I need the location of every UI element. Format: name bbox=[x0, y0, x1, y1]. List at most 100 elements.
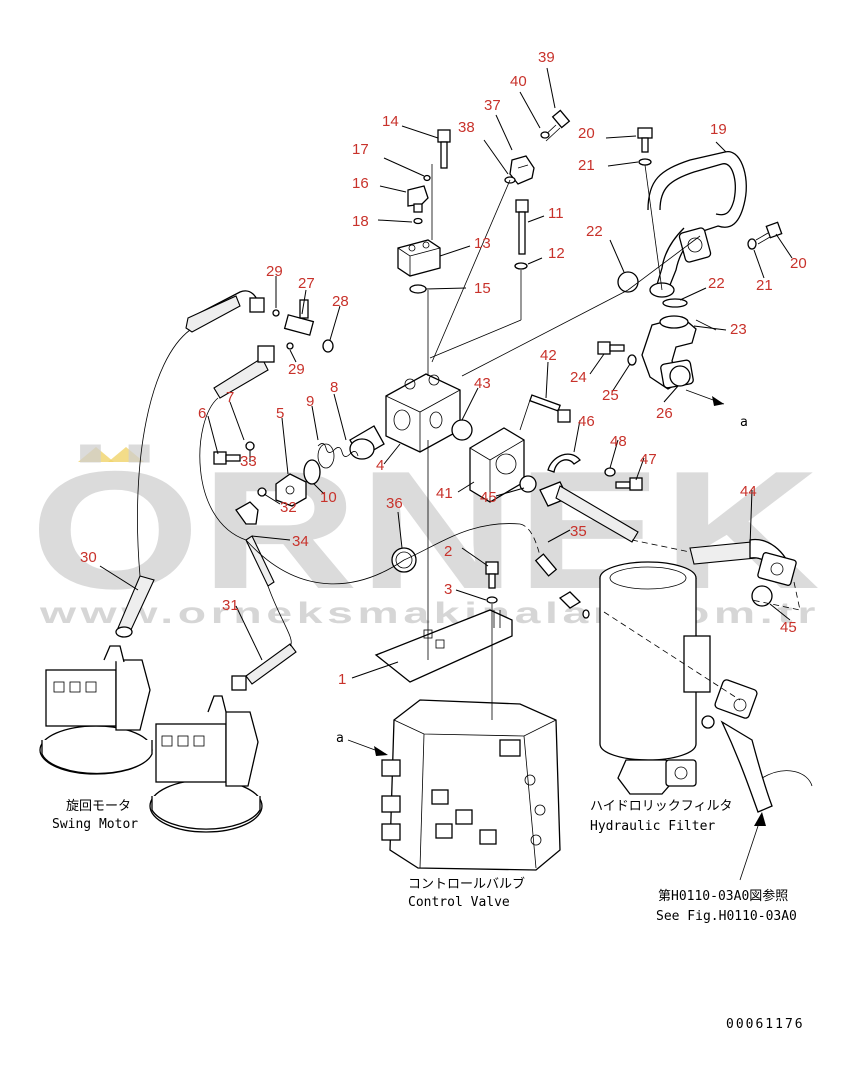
spring-9 bbox=[317, 443, 359, 469]
callout-11: 11 bbox=[548, 205, 564, 222]
washer-21-right bbox=[747, 238, 757, 250]
o-ring-43 bbox=[451, 419, 473, 441]
drawing-number: 00061176 bbox=[726, 1017, 805, 1032]
pipe-19 bbox=[647, 151, 747, 298]
see-fig-label-jp: 第H0110-03A0図参照 bbox=[658, 888, 788, 904]
callout-16: 16 bbox=[352, 175, 369, 192]
callout-34: 34 bbox=[292, 533, 309, 550]
arrow-see-fig bbox=[739, 812, 766, 881]
swing-motor-1 bbox=[39, 645, 153, 775]
callout-36: 36 bbox=[386, 495, 403, 512]
arrow-a-left bbox=[347, 739, 388, 756]
o-ring-18 bbox=[413, 217, 423, 225]
callout-21-right: 21 bbox=[756, 277, 773, 294]
bolt-14 bbox=[437, 129, 451, 169]
washer-40 bbox=[540, 131, 550, 139]
callout-26: 26 bbox=[656, 405, 673, 422]
routing-lines bbox=[99, 67, 801, 881]
callout-6: 6 bbox=[198, 405, 206, 422]
bolt-47 bbox=[615, 477, 643, 491]
fitting-35b bbox=[534, 553, 558, 577]
callout-32: 32 bbox=[280, 499, 297, 516]
valve-8 bbox=[349, 425, 385, 460]
hose-34 bbox=[245, 535, 275, 587]
callout-39: 39 bbox=[538, 49, 555, 66]
swing-motor-label-jp: 旋回モータ bbox=[66, 799, 131, 814]
callout-21-top: 21 bbox=[578, 157, 595, 174]
callout-28: 28 bbox=[332, 293, 349, 310]
callout-4: 4 bbox=[376, 457, 384, 474]
callout-13: 13 bbox=[474, 235, 491, 252]
callouts: 39 40 37 14 38 17 16 18 13 11 12 15 20 2… bbox=[80, 49, 807, 688]
watermark-url: www.orneksmakinalari.com.tr bbox=[38, 597, 820, 630]
callout-45a: 45 bbox=[480, 489, 497, 506]
callout-5: 5 bbox=[276, 405, 284, 422]
callout-31: 31 bbox=[222, 597, 239, 614]
arrow-a-right bbox=[685, 389, 725, 406]
callout-18: 18 bbox=[352, 213, 369, 230]
fitting-27 bbox=[283, 299, 315, 336]
washer-12 bbox=[514, 262, 528, 270]
o-ring-22-left bbox=[617, 271, 639, 293]
hose-29-top bbox=[185, 290, 265, 333]
callout-37: 37 bbox=[484, 97, 501, 114]
callout-14: 14 bbox=[382, 113, 399, 130]
callout-3: 3 bbox=[444, 581, 452, 598]
callout-12: 12 bbox=[548, 245, 565, 262]
callout-22-left: 22 bbox=[586, 223, 603, 240]
flange-5 bbox=[275, 473, 307, 507]
o-ring-10 bbox=[303, 459, 321, 485]
washer-21-top bbox=[638, 158, 652, 166]
callout-24: 24 bbox=[570, 369, 587, 386]
bolt-6 bbox=[213, 451, 241, 465]
callout-29-mid: 29 bbox=[288, 361, 305, 378]
washer-3 bbox=[486, 596, 498, 604]
o-ring-45b bbox=[751, 585, 773, 607]
watermark: ÖRNEK www.orneksmakinalari.com.tr bbox=[30, 436, 820, 630]
o-ring-45a bbox=[519, 475, 537, 493]
callout-46: 46 bbox=[578, 413, 595, 430]
hose-7 bbox=[213, 345, 275, 399]
control-valve-label-jp: コントロールバルブ bbox=[408, 876, 525, 892]
swing-motor-2 bbox=[149, 695, 263, 833]
o-ring-22-right bbox=[662, 298, 688, 308]
bolt-20-right bbox=[755, 221, 783, 245]
o-ring-26 bbox=[669, 365, 691, 387]
arrow-a-right-label: a bbox=[740, 415, 748, 430]
callout-41: 41 bbox=[436, 485, 453, 502]
callout-35: 35 bbox=[570, 523, 587, 540]
callout-19: 19 bbox=[710, 121, 727, 138]
callout-9: 9 bbox=[306, 393, 314, 410]
elbow-34 bbox=[235, 501, 259, 525]
bolt-11 bbox=[515, 199, 529, 255]
callout-38: 38 bbox=[458, 119, 475, 136]
control-valve bbox=[381, 699, 561, 871]
callout-8: 8 bbox=[330, 379, 338, 396]
washer-33 bbox=[245, 441, 255, 451]
callout-42: 42 bbox=[540, 347, 557, 364]
o-ring-17 bbox=[423, 174, 431, 182]
o-ring-28 bbox=[322, 339, 334, 353]
callout-30: 30 bbox=[80, 549, 97, 566]
bolt-42 bbox=[529, 394, 571, 423]
callout-2: 2 bbox=[444, 543, 452, 560]
hose-35 bbox=[539, 481, 639, 543]
swing-motor-label-en: Swing Motor bbox=[52, 817, 138, 832]
callout-29-top: 29 bbox=[266, 263, 283, 280]
callout-17: 17 bbox=[352, 141, 369, 158]
o-ring-15 bbox=[409, 284, 427, 294]
bolt-20-top bbox=[637, 127, 653, 153]
filter-outlet bbox=[714, 679, 813, 813]
washer-25 bbox=[627, 354, 637, 366]
parts bbox=[39, 109, 813, 871]
o-ring-29a bbox=[272, 309, 280, 317]
callout-43: 43 bbox=[474, 375, 491, 392]
callout-10: 10 bbox=[320, 489, 337, 506]
block-13 bbox=[397, 239, 441, 277]
callout-45b: 45 bbox=[780, 619, 797, 636]
callout-48: 48 bbox=[610, 433, 627, 450]
bolt-2 bbox=[485, 561, 499, 589]
captions: a a 旋回モータ Swing Motor コントロールバルブ Control … bbox=[52, 415, 805, 1032]
callout-33: 33 bbox=[240, 453, 257, 470]
